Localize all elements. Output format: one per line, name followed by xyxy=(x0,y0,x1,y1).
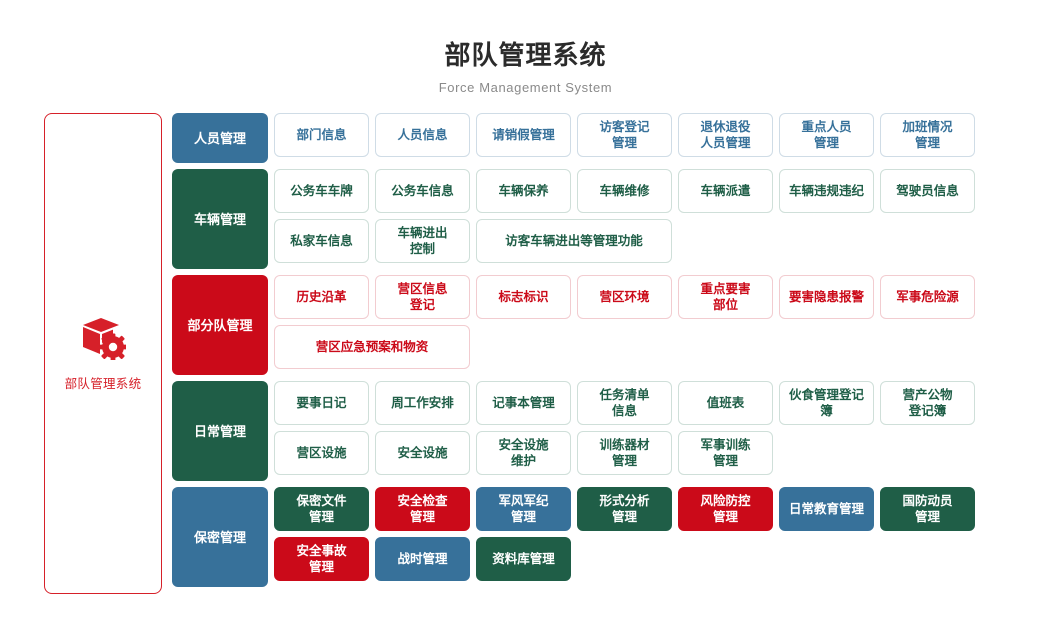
menu-item-button[interactable]: 驾驶员信息 xyxy=(880,169,975,213)
menu-item-button[interactable]: 私家车信息 xyxy=(274,219,369,263)
content-area: 部队管理系统 人员管理部门信息人员信息请销假管理访客登记管理退休退役人员管理重点… xyxy=(0,95,1051,594)
menu-item-button[interactable]: 部门信息 xyxy=(274,113,369,157)
menu-item-button[interactable]: 安全事故管理 xyxy=(274,537,369,581)
category-items: 部门信息人员信息请销假管理访客登记管理退休退役人员管理重点人员管理加班情况管理 xyxy=(274,113,1050,163)
category-row: 车辆管理公务车车牌公务车信息车辆保养车辆维修车辆派遣车辆违规违纪驾驶员信息私家车… xyxy=(172,169,1050,269)
menu-item-button[interactable]: 车辆进出控制 xyxy=(375,219,470,263)
category-items: 要事日记周工作安排记事本管理任务清单信息值班表伙食管理登记簿营产公物登记簿营区设… xyxy=(274,381,1050,481)
menu-item-button[interactable]: 营区设施 xyxy=(274,431,369,475)
page-subtitle: Force Management System xyxy=(438,80,613,95)
category-items: 历史沿革营区信息登记标志标识营区环境重点要害部位要害隐患报警军事危险源营区应急预… xyxy=(274,275,1050,375)
menu-item-button[interactable]: 重点人员管理 xyxy=(779,113,874,157)
menu-item-button[interactable]: 车辆维修 xyxy=(577,169,672,213)
page-header: 部队管理系统 Force Management System xyxy=(0,0,1051,95)
category-row: 日常管理要事日记周工作安排记事本管理任务清单信息值班表伙食管理登记簿营产公物登记… xyxy=(172,381,1050,481)
category-label-1[interactable]: 人员管理 xyxy=(172,113,268,163)
menu-item-button[interactable]: 重点要害部位 xyxy=(678,275,773,319)
menu-item-button[interactable]: 军事危险源 xyxy=(880,275,975,319)
menu-item-button[interactable]: 周工作安排 xyxy=(375,381,470,425)
menu-item-button[interactable]: 安全设施 xyxy=(375,431,470,475)
menu-item-button[interactable]: 记事本管理 xyxy=(476,381,571,425)
menu-item-button[interactable]: 营产公物登记簿 xyxy=(880,381,975,425)
sidebar-brand-label: 部队管理系统 xyxy=(64,376,142,391)
menu-item-button[interactable]: 车辆保养 xyxy=(476,169,571,213)
menu-item-button[interactable]: 形式分析管理 xyxy=(577,487,672,531)
category-row: 部分队管理历史沿革营区信息登记标志标识营区环境重点要害部位要害隐患报警军事危险源… xyxy=(172,275,1050,375)
category-grid: 人员管理部门信息人员信息请销假管理访客登记管理退休退役人员管理重点人员管理加班情… xyxy=(172,113,1050,593)
menu-item-button[interactable]: 营区信息登记 xyxy=(375,275,470,319)
category-items: 公务车车牌公务车信息车辆保养车辆维修车辆派遣车辆违规违纪驾驶员信息私家车信息车辆… xyxy=(274,169,1050,269)
category-label-4[interactable]: 日常管理 xyxy=(172,381,268,481)
page-title: 部队管理系统 xyxy=(444,40,607,70)
menu-item-button[interactable]: 公务车信息 xyxy=(375,169,470,213)
menu-item-button[interactable]: 公务车车牌 xyxy=(274,169,369,213)
cube-gear-icon xyxy=(80,316,127,365)
category-row: 保密管理保密文件管理安全检查管理军风军纪管理形式分析管理风险防控管理日常教育管理… xyxy=(172,487,1050,587)
menu-item-button[interactable]: 退休退役人员管理 xyxy=(678,113,773,157)
menu-item-button[interactable]: 伙食管理登记簿 xyxy=(779,381,874,425)
menu-item-button[interactable]: 军风军纪管理 xyxy=(476,487,571,531)
menu-item-button[interactable]: 车辆违规违纪 xyxy=(779,169,874,213)
menu-item-button[interactable]: 营区应急预案和物资 xyxy=(274,325,470,369)
menu-item-button[interactable]: 访客车辆进出等管理功能 xyxy=(476,219,672,263)
menu-item-button[interactable]: 保密文件管理 xyxy=(274,487,369,531)
menu-item-button[interactable]: 安全检查管理 xyxy=(375,487,470,531)
menu-item-button[interactable]: 日常教育管理 xyxy=(779,487,874,531)
menu-item-button[interactable]: 历史沿革 xyxy=(274,275,369,319)
category-row: 人员管理部门信息人员信息请销假管理访客登记管理退休退役人员管理重点人员管理加班情… xyxy=(172,113,1050,163)
category-items: 保密文件管理安全检查管理军风军纪管理形式分析管理风险防控管理日常教育管理国防动员… xyxy=(274,487,1050,587)
menu-item-button[interactable]: 风险防控管理 xyxy=(678,487,773,531)
menu-item-button[interactable]: 车辆派遣 xyxy=(678,169,773,213)
menu-item-button[interactable]: 标志标识 xyxy=(476,275,571,319)
menu-item-button[interactable]: 访客登记管理 xyxy=(577,113,672,157)
sidebar-brand-card[interactable]: 部队管理系统 xyxy=(44,113,162,594)
menu-item-button[interactable]: 军事训练管理 xyxy=(678,431,773,475)
menu-item-button[interactable]: 请销假管理 xyxy=(476,113,571,157)
menu-item-button[interactable]: 任务清单信息 xyxy=(577,381,672,425)
menu-item-button[interactable]: 国防动员管理 xyxy=(880,487,975,531)
menu-item-button[interactable]: 战时管理 xyxy=(375,537,470,581)
menu-item-button[interactable]: 加班情况管理 xyxy=(880,113,975,157)
menu-item-button[interactable]: 要事日记 xyxy=(274,381,369,425)
category-label-3[interactable]: 部分队管理 xyxy=(172,275,268,375)
menu-item-button[interactable]: 营区环境 xyxy=(577,275,672,319)
category-label-2[interactable]: 车辆管理 xyxy=(172,169,268,269)
menu-item-button[interactable]: 训练器材管理 xyxy=(577,431,672,475)
menu-item-button[interactable]: 资料库管理 xyxy=(476,537,571,581)
menu-item-button[interactable]: 值班表 xyxy=(678,381,773,425)
menu-item-button[interactable]: 人员信息 xyxy=(375,113,470,157)
menu-item-button[interactable]: 要害隐患报警 xyxy=(779,275,874,319)
category-label-5[interactable]: 保密管理 xyxy=(172,487,268,587)
menu-item-button[interactable]: 安全设施维护 xyxy=(476,431,571,475)
